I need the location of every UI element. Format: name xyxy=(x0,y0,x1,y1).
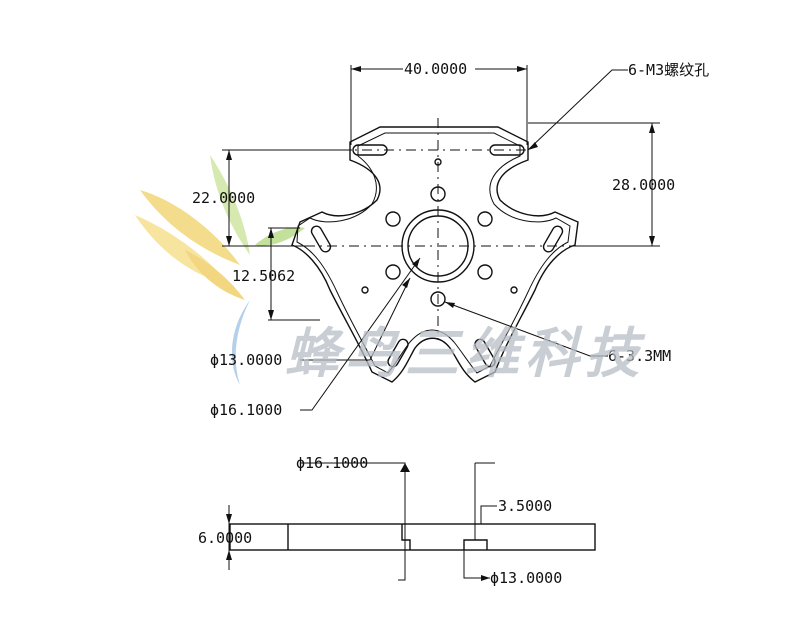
bore-step-left xyxy=(401,524,411,550)
arrow-icon xyxy=(517,66,527,72)
arrow-icon xyxy=(226,514,232,524)
leader-line xyxy=(527,69,628,151)
arrow-icon xyxy=(268,228,274,238)
hole xyxy=(477,264,493,280)
arrow-icon xyxy=(445,302,455,308)
arrow-icon xyxy=(481,575,490,581)
hole xyxy=(430,291,446,307)
arrow-icon xyxy=(528,142,538,150)
dim-height-left-label: 22.0000 xyxy=(192,189,255,207)
arrow-icon xyxy=(226,150,232,160)
side-view: 6.0000 ϕ16.1000 3.5000 ϕ13.0000 xyxy=(198,454,596,587)
arrow-icon xyxy=(226,236,232,246)
dia-outer-label: ϕ16.1000 xyxy=(210,401,282,419)
tapped-holes-label: 6-M3螺纹孔 xyxy=(628,61,709,79)
arrow-icon xyxy=(351,66,361,72)
slot-bottom-left xyxy=(387,338,409,368)
arrow-icon xyxy=(400,463,410,472)
plate-outline xyxy=(291,126,579,383)
step-label: 3.5000 xyxy=(498,497,552,515)
thickness-label: 6.0000 xyxy=(198,529,252,547)
watermark-logo-icon xyxy=(135,155,305,385)
arrow-icon xyxy=(402,278,410,288)
leader-line xyxy=(300,257,421,411)
slot-left xyxy=(310,225,332,253)
side-dia-inner-label: ϕ13.0000 xyxy=(490,569,562,587)
top-view: 40.0000 28.0000 22.0000 12.5062 ϕ13.0000… xyxy=(192,60,709,419)
dia-inner-label: ϕ13.0000 xyxy=(210,351,282,369)
arrow-icon xyxy=(268,310,274,320)
hole xyxy=(477,211,493,227)
dim-offset-label: 12.5062 xyxy=(232,267,295,285)
bore-step-right xyxy=(463,539,488,550)
leader-line xyxy=(444,301,608,357)
arrow-icon xyxy=(649,236,655,246)
label-bg xyxy=(403,60,475,76)
side-dia-outer-label: ϕ16.1000 xyxy=(296,454,368,472)
arrow-icon xyxy=(412,258,420,268)
through-holes-label: 6-3.3MM xyxy=(608,347,671,365)
watermark-text: 蜂鸟三维科技 xyxy=(285,321,646,385)
dim-height-right-label: 28.0000 xyxy=(612,176,675,194)
arrow-icon xyxy=(226,550,232,560)
arrow-icon xyxy=(649,123,655,133)
leader-line xyxy=(300,277,411,361)
plate-inner-outline xyxy=(296,132,571,374)
leader-line xyxy=(300,462,406,581)
hole xyxy=(385,264,401,280)
slot-bottom-right xyxy=(474,338,496,368)
hole xyxy=(385,211,401,227)
plate-side-section xyxy=(229,523,596,551)
leader-line xyxy=(480,505,497,524)
slot-right xyxy=(542,225,564,253)
small-hole xyxy=(361,286,369,294)
small-hole xyxy=(510,286,518,294)
dim-width-label: 40.0000 xyxy=(404,60,467,78)
leader-line xyxy=(463,550,490,579)
